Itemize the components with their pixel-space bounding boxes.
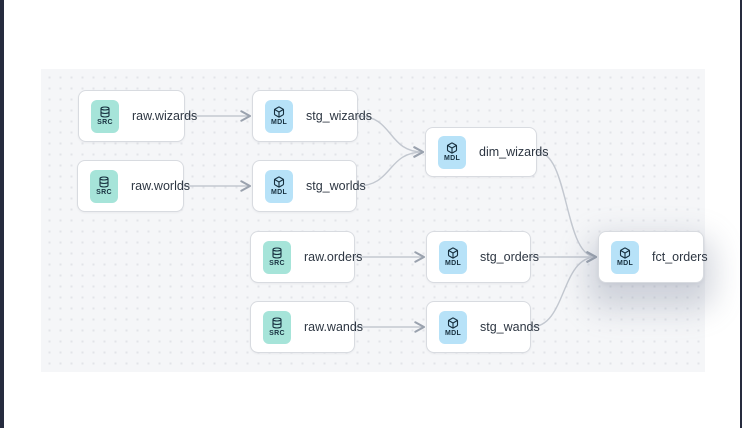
graph-node-raw_wizards[interactable]: SRC raw.wizards <box>78 90 197 142</box>
window-right-edge <box>740 0 742 428</box>
graph-node-raw_worlds[interactable]: SRC raw.worlds <box>77 160 190 212</box>
badge-type-label: MDL <box>444 330 462 337</box>
mdl-badge: MDL <box>439 240 467 274</box>
graph-node-raw_wands[interactable]: SRC raw.wands <box>250 301 363 353</box>
cube-icon <box>447 317 459 329</box>
src-badge: SRC <box>90 169 118 203</box>
mdl-badge: MDL <box>438 135 466 169</box>
database-icon <box>98 176 110 188</box>
node-label: raw.worlds <box>131 178 191 193</box>
node-label: raw.wands <box>304 319 364 334</box>
graph-node-fct_orders[interactable]: MDL fct_orders <box>598 231 708 283</box>
node-label: stg_worlds <box>306 178 366 193</box>
database-icon <box>271 317 283 329</box>
mdl-badge: MDL <box>439 310 467 344</box>
window-left-edge <box>0 0 4 428</box>
edge-stg_wands-fct_orders <box>530 251 598 328</box>
node-label: stg_orders <box>480 249 540 264</box>
graph-node-stg_wands[interactable]: MDL stg_wands <box>426 301 540 353</box>
node-label: raw.wizards <box>132 108 198 123</box>
graph-node-stg_worlds[interactable]: MDL stg_worlds <box>252 160 366 212</box>
src-badge: SRC <box>263 310 291 344</box>
node-label: stg_wizards <box>306 108 372 123</box>
cube-icon <box>447 247 459 259</box>
mdl-badge: MDL <box>265 169 293 203</box>
mdl-badge: MDL <box>611 240 639 274</box>
edge-layer <box>184 110 598 333</box>
badge-type-label: MDL <box>270 189 288 196</box>
badge-type-label: SRC <box>96 189 112 196</box>
src-badge: SRC <box>91 99 119 133</box>
node-label: fct_orders <box>652 249 708 264</box>
cube-icon <box>619 247 631 259</box>
database-icon <box>99 106 111 118</box>
graph-node-dim_wizards[interactable]: MDL dim_wizards <box>425 127 548 177</box>
badge-type-label: SRC <box>97 119 113 126</box>
database-icon <box>271 247 283 259</box>
graph-node-stg_wizards[interactable]: MDL stg_wizards <box>252 90 372 142</box>
edge-dim_wizards-fct_orders <box>536 151 598 263</box>
badge-type-label: SRC <box>269 260 285 267</box>
node-label: dim_wizards <box>479 144 549 159</box>
badge-type-label: MDL <box>270 119 288 126</box>
cube-icon <box>273 106 285 118</box>
graph-node-raw_orders[interactable]: SRC raw.orders <box>250 231 362 283</box>
cube-icon <box>446 142 458 154</box>
badge-type-label: MDL <box>444 260 462 267</box>
src-badge: SRC <box>263 240 291 274</box>
mdl-badge: MDL <box>265 99 293 133</box>
node-label: raw.orders <box>304 249 363 264</box>
graph-node-stg_orders[interactable]: MDL stg_orders <box>426 231 539 283</box>
edge-stg_wizards-dim_wizards <box>357 115 425 158</box>
node-label: stg_wands <box>480 319 540 334</box>
edge-stg_worlds-dim_wizards <box>356 146 425 187</box>
badge-type-label: MDL <box>443 155 461 162</box>
badge-type-label: MDL <box>616 260 634 267</box>
cube-icon <box>273 176 285 188</box>
badge-type-label: SRC <box>269 330 285 337</box>
